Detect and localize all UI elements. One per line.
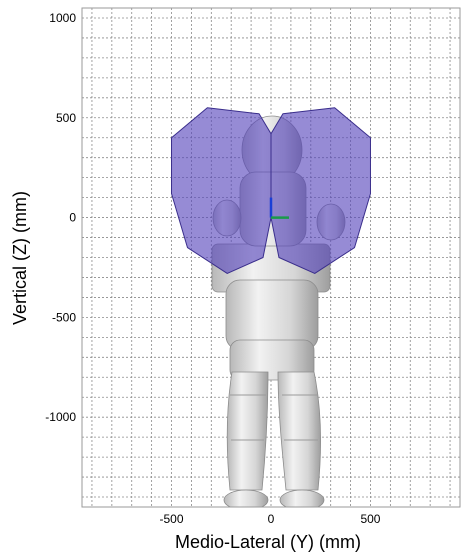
y-axis-label: Vertical (Z) (mm)	[10, 191, 30, 325]
reach-envelope-right	[270, 107, 371, 274]
x-axis-label: Medio-Lateral (Y) (mm)	[175, 532, 361, 552]
x-tick-label: 0	[268, 512, 275, 526]
x-tick-label: 500	[360, 512, 380, 526]
x-axis-ticks: -500 0 500	[160, 512, 381, 526]
y-tick-label: 0	[69, 211, 76, 225]
x-tick-label: -500	[160, 512, 184, 526]
reach-envelope-left	[171, 107, 272, 274]
y-tick-label: 1000	[49, 11, 76, 25]
plot-border	[81, 7, 461, 508]
y-tick-label: -1000	[45, 410, 76, 424]
reach-envelopes	[171, 107, 371, 274]
y-tick-label: 500	[56, 111, 76, 125]
origin-axes-marker	[269, 197, 289, 219]
y-axis-ticks: 1000 500 0 -500 -1000	[45, 11, 76, 424]
y-tick-label: -500	[52, 310, 76, 324]
